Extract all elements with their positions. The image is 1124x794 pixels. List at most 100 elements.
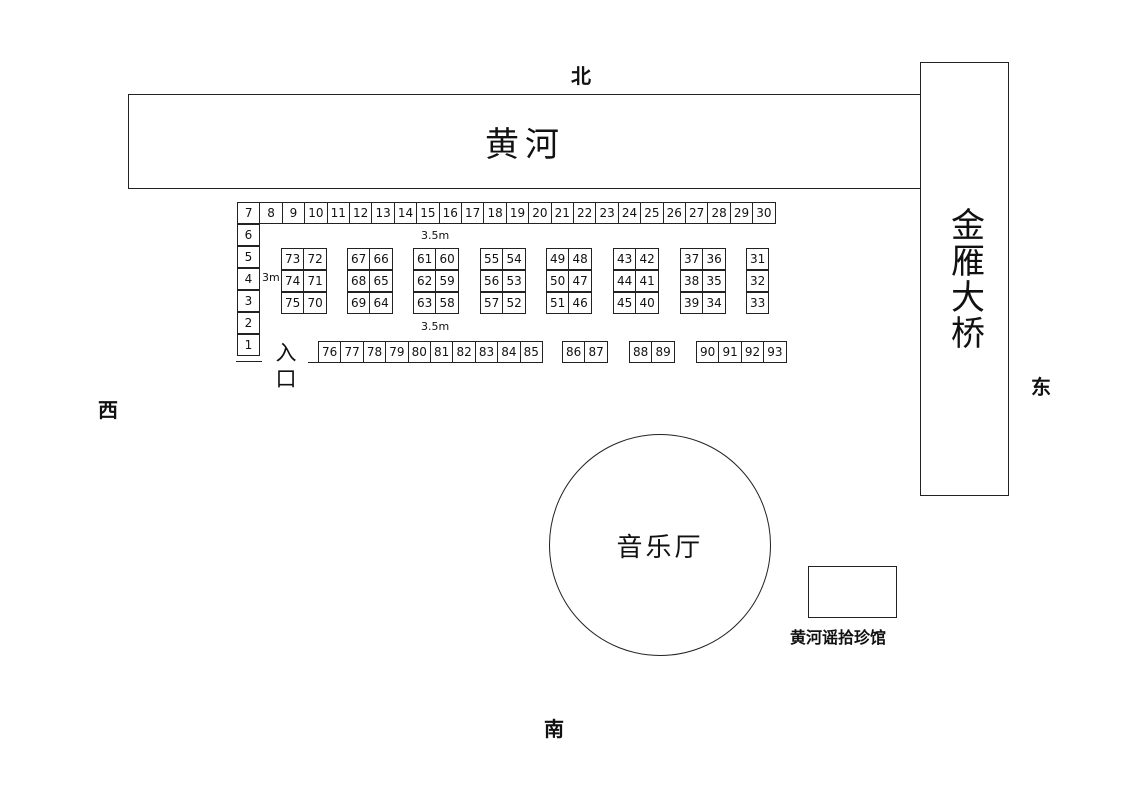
- stall-8: 8: [259, 202, 283, 224]
- museum-label: 黄河谣拾珍馆: [790, 628, 887, 647]
- stall-9: 9: [281, 202, 306, 224]
- stall-32: 32: [746, 270, 770, 292]
- stall-23: 23: [595, 202, 619, 224]
- museum-building: [808, 566, 897, 618]
- stall-55: 55: [480, 248, 504, 270]
- stall-44: 44: [613, 270, 637, 292]
- stall-31: 31: [746, 248, 770, 270]
- stall-12: 12: [349, 202, 373, 224]
- stall-91: 91: [718, 341, 742, 363]
- stall-33: 33: [746, 292, 770, 314]
- bridge-label: 金雁大桥: [944, 207, 985, 351]
- stall-65: 65: [369, 270, 393, 292]
- stall-48: 48: [568, 248, 592, 270]
- stall-26: 26: [662, 202, 686, 224]
- stall-56: 56: [480, 270, 504, 292]
- stall-7: 7: [237, 202, 261, 224]
- stall-72: 72: [303, 248, 327, 270]
- stall-80: 80: [407, 341, 431, 363]
- stall-74: 74: [281, 270, 305, 292]
- stall-10: 10: [304, 202, 328, 224]
- stall-69: 69: [347, 292, 371, 314]
- stall-18: 18: [483, 202, 507, 224]
- north-label: 北: [571, 64, 591, 88]
- stall-70: 70: [303, 292, 327, 314]
- river-label: 黄河: [485, 125, 565, 165]
- stall-4: 4: [237, 268, 260, 290]
- stall-81: 81: [430, 341, 454, 363]
- stall-39: 39: [680, 292, 704, 314]
- stall-45: 45: [613, 292, 637, 314]
- stall-60: 60: [435, 248, 459, 270]
- entrance-edge-right: [308, 362, 320, 363]
- stall-90: 90: [696, 341, 720, 363]
- stall-86: 86: [562, 341, 586, 363]
- aisle-width-left: 3m: [262, 271, 280, 284]
- stall-52: 52: [502, 292, 526, 314]
- stall-75: 75: [281, 292, 305, 314]
- stall-77: 77: [340, 341, 364, 363]
- aisle-width-top: 3.5m: [421, 229, 450, 242]
- stall-19: 19: [505, 202, 530, 224]
- stall-40: 40: [635, 292, 659, 314]
- music-hall-label: 音乐厅: [616, 532, 704, 563]
- stall-58: 58: [435, 292, 459, 314]
- stall-93: 93: [763, 341, 787, 363]
- stall-79: 79: [385, 341, 409, 363]
- yellow-river-area: 黄河: [128, 94, 922, 189]
- stall-47: 47: [568, 270, 592, 292]
- stall-68: 68: [347, 270, 371, 292]
- stall-89: 89: [651, 341, 675, 363]
- stall-87: 87: [584, 341, 608, 363]
- aisle-width-bottom: 3.5m: [421, 320, 450, 333]
- stall-92: 92: [740, 341, 765, 363]
- stall-51: 51: [546, 292, 570, 314]
- stall-84: 84: [497, 341, 521, 363]
- stall-73: 73: [281, 248, 305, 270]
- entrance-label: 入 口: [273, 340, 299, 392]
- stall-16: 16: [438, 202, 462, 224]
- stall-61: 61: [413, 248, 437, 270]
- stall-29: 29: [729, 202, 754, 224]
- stall-62: 62: [413, 270, 437, 292]
- stall-57: 57: [480, 292, 504, 314]
- music-hall-area: 音乐厅: [549, 434, 771, 656]
- stall-50: 50: [546, 270, 570, 292]
- stall-37: 37: [680, 248, 704, 270]
- stall-59: 59: [435, 270, 459, 292]
- stall-34: 34: [702, 292, 726, 314]
- stall-20: 20: [528, 202, 552, 224]
- stall-85: 85: [519, 341, 543, 363]
- stall-2: 2: [237, 312, 260, 334]
- stall-66: 66: [369, 248, 393, 270]
- entrance-char-2: 口: [275, 367, 297, 391]
- stall-24: 24: [617, 202, 642, 224]
- stall-71: 71: [303, 270, 327, 292]
- stall-5: 5: [237, 246, 260, 268]
- stall-41: 41: [635, 270, 659, 292]
- stall-36: 36: [702, 248, 726, 270]
- stall-43: 43: [613, 248, 637, 270]
- stall-88: 88: [629, 341, 653, 363]
- stall-67: 67: [347, 248, 371, 270]
- stall-49: 49: [546, 248, 570, 270]
- stall-27: 27: [685, 202, 709, 224]
- entrance-edge-left: [236, 361, 262, 362]
- entrance-char-1: 入: [275, 341, 297, 365]
- stall-30: 30: [752, 202, 776, 224]
- stall-42: 42: [635, 248, 659, 270]
- stall-25: 25: [640, 202, 664, 224]
- stall-35: 35: [702, 270, 726, 292]
- stall-64: 64: [369, 292, 393, 314]
- stall-14: 14: [393, 202, 418, 224]
- west-label: 西: [98, 398, 118, 422]
- stall-22: 22: [573, 202, 597, 224]
- south-label: 南: [544, 717, 564, 741]
- stall-28: 28: [707, 202, 731, 224]
- stall-76: 76: [318, 341, 342, 363]
- stall-17: 17: [461, 202, 485, 224]
- jinyan-bridge-area: 金雁大桥: [920, 62, 1009, 496]
- stall-46: 46: [568, 292, 592, 314]
- stall-82: 82: [452, 341, 476, 363]
